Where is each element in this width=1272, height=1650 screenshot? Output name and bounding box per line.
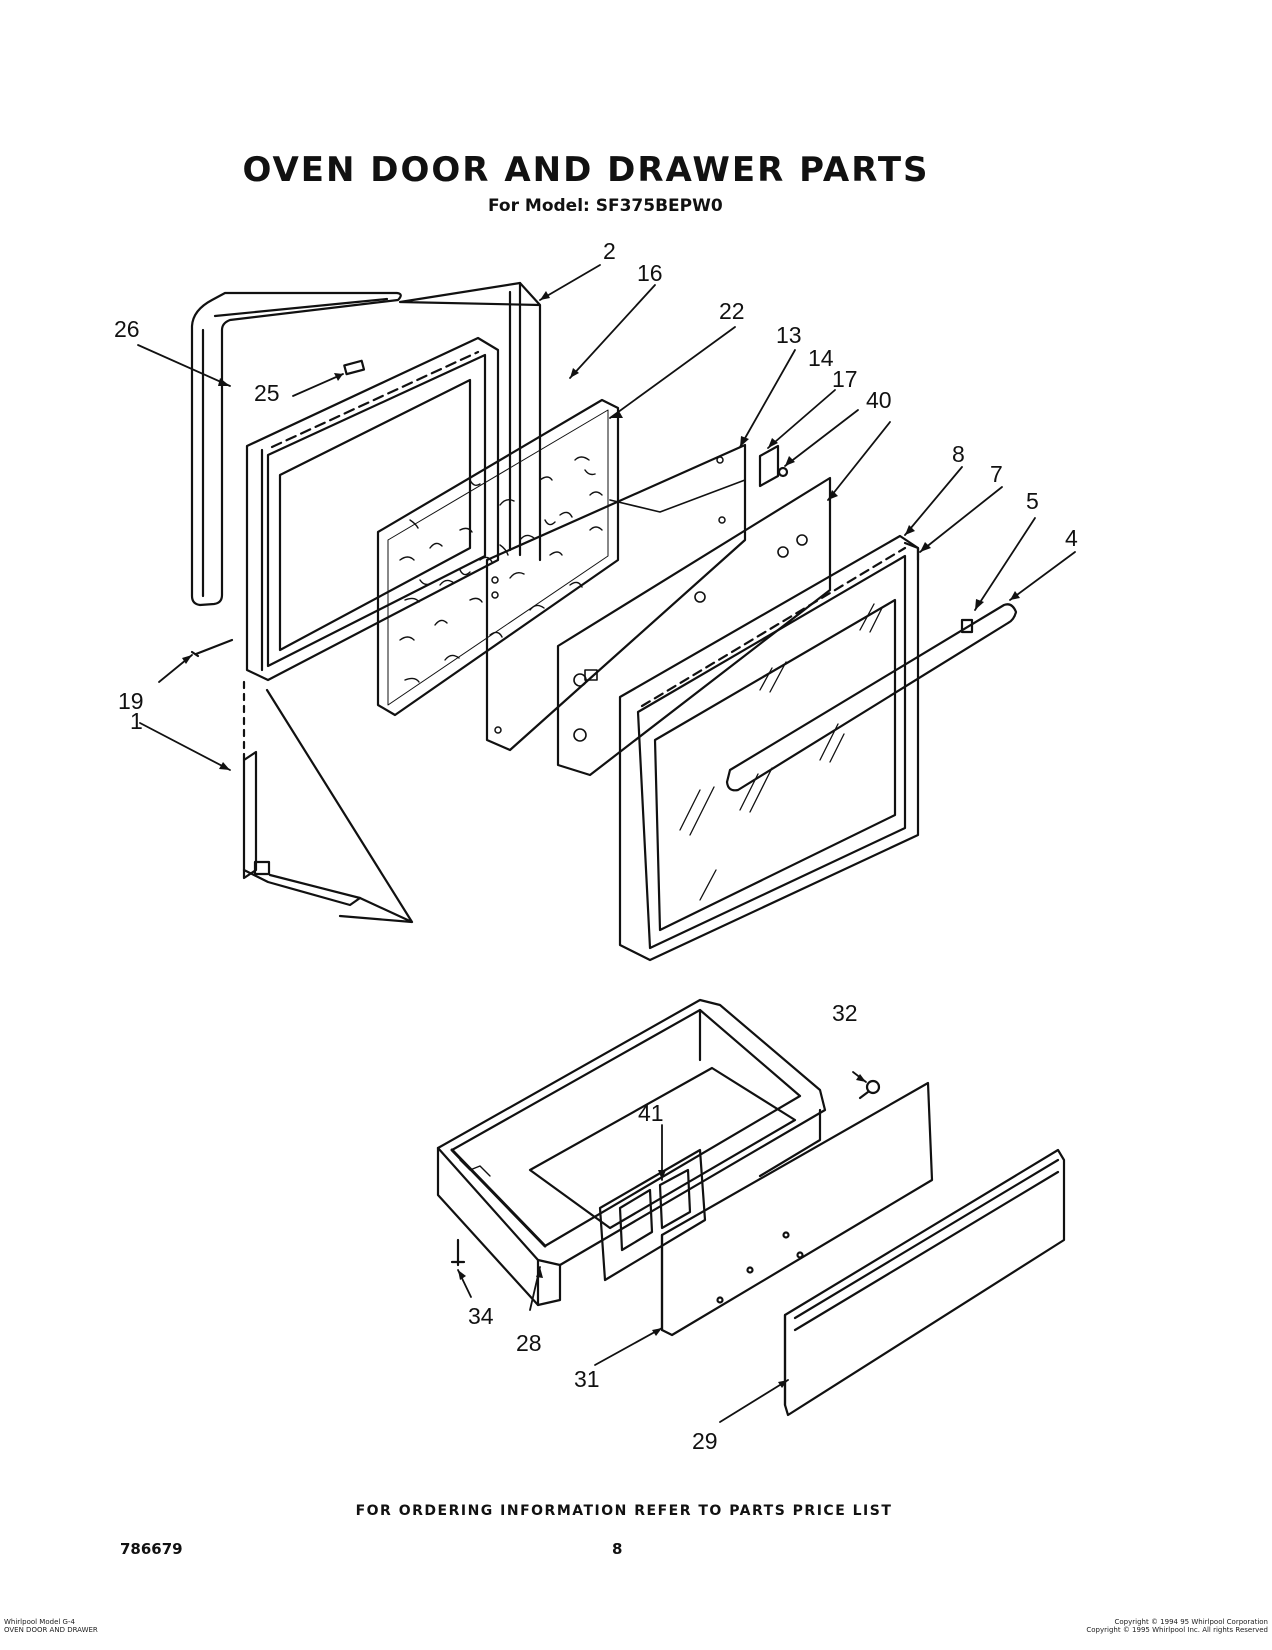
callout-19: 19 (118, 688, 144, 714)
callout-2: 2 (603, 238, 616, 264)
part-13-panel (485, 443, 747, 752)
callout-17: 17 (832, 366, 858, 392)
part-32-screw (865, 1079, 881, 1095)
document-number: 786679 (120, 1540, 183, 1558)
part-inner-door-frame (245, 336, 500, 682)
part-17-screw (777, 466, 789, 478)
footer-right-line-2: Copyright © 1995 Whirlpool Inc. All righ… (1086, 1626, 1268, 1634)
part-14-bracket (758, 444, 780, 488)
model-subtitle: For Model: SF375BEPW0 (488, 196, 723, 216)
footer-left-line-1: Whirlpool Model G-4 (4, 1618, 75, 1626)
callout-7: 7 (990, 461, 1003, 487)
callout-13: 13 (776, 322, 802, 348)
footer-left-line-2: OVEN DOOR AND DRAWER (4, 1626, 98, 1634)
callout-29: 29 (692, 1428, 718, 1454)
part-26-door-gasket (190, 291, 402, 607)
callout-8: 8 (952, 441, 965, 467)
part-5-end-cap (960, 618, 974, 634)
part-7-outer-door (618, 534, 920, 962)
footer-left-info: Whirlpool Model G-4 OVEN DOOR AND DRAWER (4, 1618, 98, 1634)
callout-28: 28 (516, 1330, 542, 1356)
part-41-bracket (598, 1148, 707, 1282)
page-title: OVEN DOOR AND DRAWER PARTS (242, 150, 930, 190)
footer-right-info: Copyright © 1994 95 Whirlpool Corporatio… (1086, 1618, 1268, 1634)
part-8-glass-frame (903, 541, 920, 562)
callout-14: 14 (808, 345, 834, 371)
part-4-handle (725, 603, 1018, 792)
callout-16: 16 (637, 260, 663, 286)
callout-25: 25 (254, 380, 280, 406)
callout-4: 4 (1065, 525, 1078, 551)
callout-26: 26 (114, 316, 140, 342)
part-31-drawer-inner-panel (660, 1081, 934, 1337)
part-28-drawer-body (436, 998, 827, 1267)
part-2-door-frame (398, 281, 542, 562)
callout-31: 31 (574, 1366, 600, 1392)
callout-41: 41 (638, 1100, 664, 1126)
callout-1: 1 (130, 708, 143, 734)
part-40-inner-panel (556, 476, 832, 777)
callout-5: 5 (1026, 488, 1039, 514)
part-25-clip (343, 359, 366, 376)
part-1-hinge (242, 750, 258, 880)
footer-right-line-1: Copyright © 1994 95 Whirlpool Corporatio… (1114, 1618, 1268, 1626)
callout-22: 22 (719, 298, 745, 324)
callout-32: 32 (832, 1000, 858, 1026)
part-34-screw (450, 1238, 466, 1267)
page-number: 8 (612, 1540, 623, 1558)
ordering-note: FOR ORDERING INFORMATION REFER TO PARTS … (355, 1503, 893, 1519)
part-19-screw (190, 638, 234, 658)
callout-40: 40 (866, 387, 892, 413)
part-22-insulation (376, 398, 620, 717)
part-29-drawer-front (783, 1148, 1066, 1417)
callout-34: 34 (468, 1303, 494, 1329)
